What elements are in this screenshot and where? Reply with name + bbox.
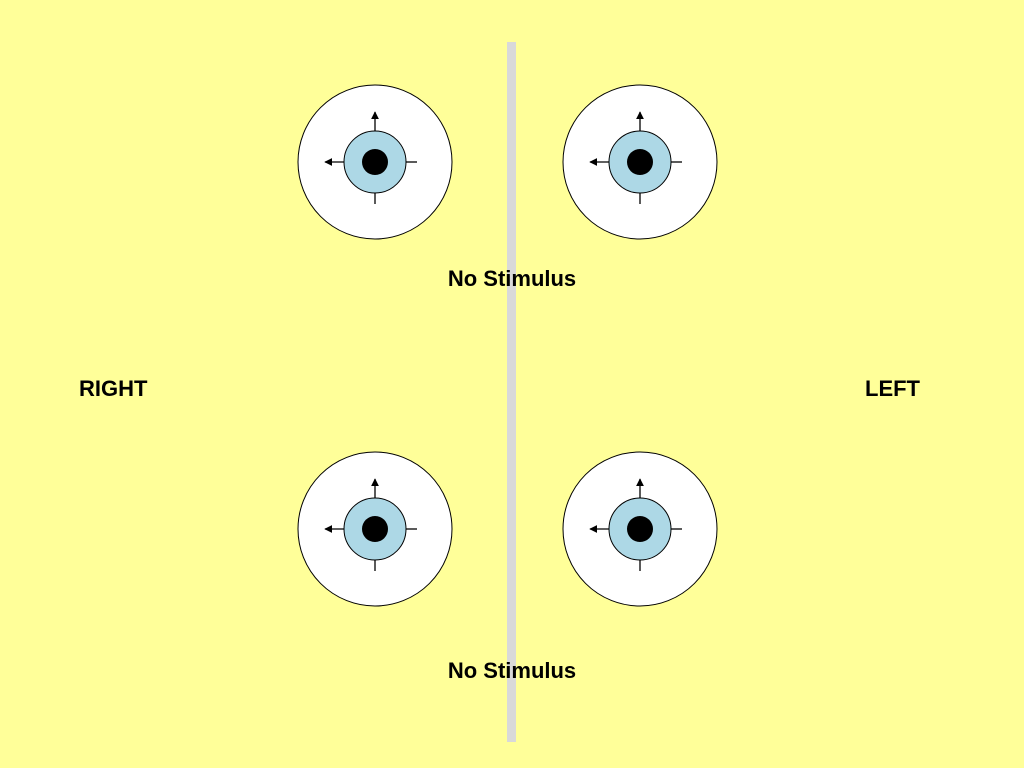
pupil (362, 516, 388, 542)
right-side-label: RIGHT (79, 376, 148, 401)
pupil (627, 149, 653, 175)
pupil (627, 516, 653, 542)
bottom-caption: No Stimulus (447, 658, 577, 683)
top-caption: No Stimulus (447, 266, 577, 291)
pupil (362, 149, 388, 175)
eye-bottom-left-side (562, 451, 718, 607)
eye-bottom-right-side (297, 451, 453, 607)
midline-divider (507, 42, 516, 742)
eye-top-right-side (297, 84, 453, 240)
left-side-label: LEFT (865, 376, 920, 401)
eye-top-left-side (562, 84, 718, 240)
